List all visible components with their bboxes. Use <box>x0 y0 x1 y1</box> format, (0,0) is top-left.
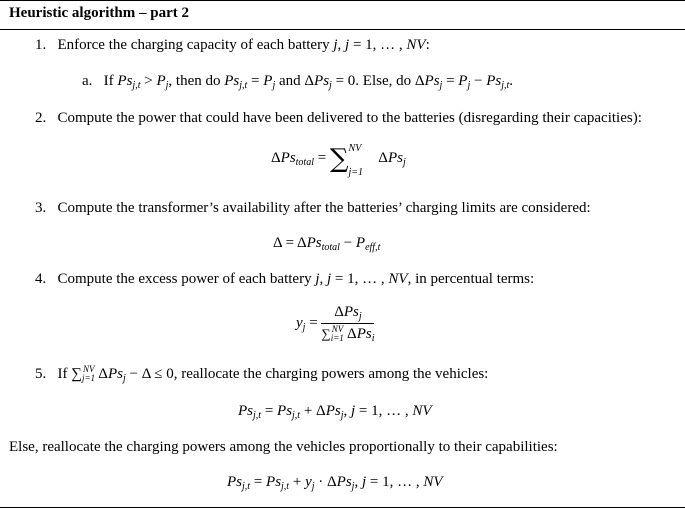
substep-a-and: and <box>275 73 305 89</box>
step-2: 2. Compute the power that could have bee… <box>35 110 642 127</box>
equation-reallocate-proportional: Psj,t = Psj,t + yj · ΔPsj, j = 1, … , NV <box>227 474 443 492</box>
step-3: 3. Compute the transformer’s availabilit… <box>35 200 591 217</box>
step-1-text: Enforce the charging capacity of each ba… <box>57 37 334 53</box>
step-1-number: 1. <box>35 37 47 53</box>
step-4-number: 4. <box>35 271 47 287</box>
algorithm-title: Heuristic algorithm – part 2 <box>9 5 189 21</box>
equation-excess: yj = ΔPsj∑i=1NV ΔPsi <box>296 304 375 344</box>
top-rule <box>0 0 685 1</box>
substep-a-number: a. <box>82 73 93 89</box>
step-5: 5. If ∑j=1NV ΔPsj − Δ ≤ 0, reallocate th… <box>35 364 489 384</box>
equation-reallocate: Psj,t = Psj,t + ΔPsj, j = 1, … , NV <box>238 403 432 421</box>
substep-a-if: If <box>103 73 118 89</box>
substep-a: a. If Psj,t > Pj, then do Psj,t = Pj and… <box>82 73 514 91</box>
step-4-tail: , in percentual terms: <box>407 271 535 287</box>
header-rule <box>0 29 685 30</box>
step-3-text: Compute the transformer’s availability a… <box>57 200 591 216</box>
step-1-math: j <box>333 37 338 53</box>
else-clause: Else, reallocate the charging powers amo… <box>9 439 558 455</box>
step-2-text: Compute the power that could have been d… <box>57 110 642 126</box>
step-5-text: If <box>57 366 72 382</box>
step-1: 1. Enforce the charging capacity of each… <box>35 37 430 53</box>
equation-availability: Δ = ΔPstotal − Peff,t <box>273 235 381 253</box>
step-5-tail: , reallocate the charging powers among t… <box>173 366 489 382</box>
substep-a-else: . Else, do <box>355 73 415 89</box>
step-5-number: 5. <box>35 366 47 382</box>
step-2-number: 2. <box>35 110 47 126</box>
substep-a-then: , then do <box>168 73 225 89</box>
step-4: 4. Compute the excess power of each batt… <box>35 271 535 287</box>
step-3-number: 3. <box>35 200 47 216</box>
step-4-text: Compute the excess power of each battery <box>57 271 316 287</box>
bottom-rule <box>0 507 685 508</box>
